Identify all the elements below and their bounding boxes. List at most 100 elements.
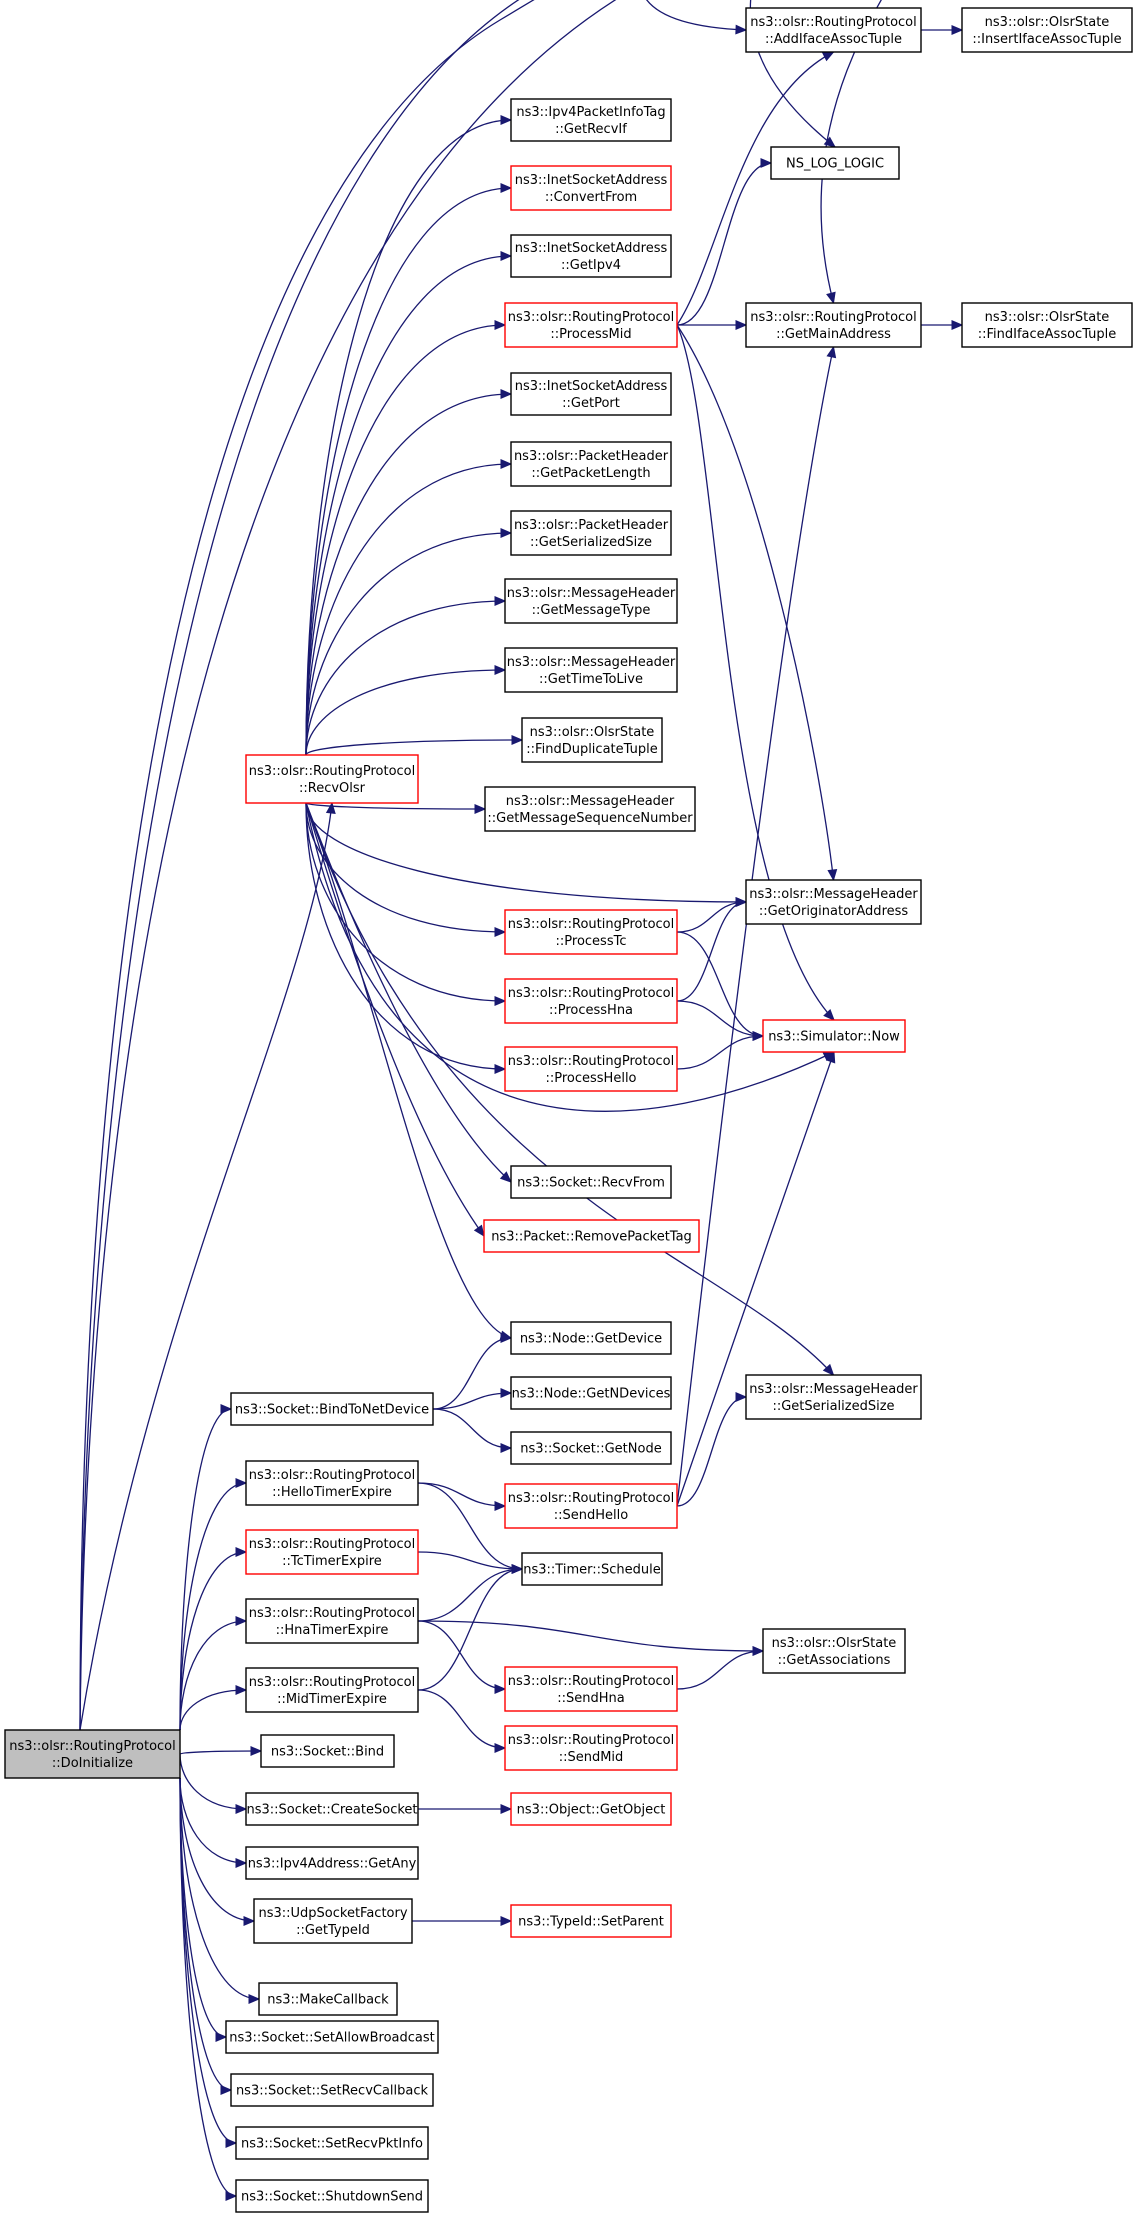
edge-sendhna-to-getassoc [676, 1646, 765, 1690]
node-sendmid[interactable]: ns3::olsr::RoutingProtocol::SendMid [504, 1725, 678, 1771]
node-origaddr[interactable]: ns3::olsr::MessageHeader::GetOriginatorA… [745, 879, 922, 925]
node-label: ns3::olsr::OlsrState [772, 1636, 897, 1651]
node-box [230, 1392, 434, 1426]
edge-line [179, 1689, 247, 1731]
node-label: ::SendHello [554, 1508, 628, 1523]
edge-line [305, 532, 512, 756]
node-ipv4pkt[interactable]: ns3::Ipv4PacketInfoTag::GetRecvIf [510, 98, 672, 142]
node-hnatimer[interactable]: ns3::olsr::RoutingProtocol::HnaTimerExpi… [245, 1598, 419, 1644]
node-box [504, 1046, 678, 1092]
edge-doinit-to-shutdown [179, 1777, 238, 2201]
arrowhead-icon [494, 927, 507, 937]
edge-line [179, 1777, 232, 2091]
node-makecb[interactable]: ns3::MakeCallback [258, 1982, 398, 2016]
node-createsock[interactable]: ns3::Socket::CreateSocket [245, 1792, 419, 1826]
node-setpktinfo[interactable]: ns3::Socket::SetRecvPktInfo [235, 2126, 429, 2160]
node-label: ns3::Socket::ShutdownSend [241, 2190, 423, 2205]
node-removetag[interactable]: ns3::Packet::RemovePacketTag [483, 1219, 700, 1253]
edge-hellotimer-to-sendhello [417, 1482, 507, 1511]
node-box [521, 717, 663, 763]
node-label: ::GetTypeId [296, 1923, 370, 1938]
node-simnow[interactable]: ns3::Simulator::Now [762, 1019, 906, 1053]
node-processmid[interactable]: ns3::olsr::RoutingProtocol::ProcessMid [504, 302, 678, 348]
edge-bindnet-to-getndev [432, 1388, 513, 1410]
edge-line [305, 802, 506, 1070]
node-midtimer[interactable]: ns3::olsr::RoutingProtocol::MidTimerExpi… [245, 1667, 419, 1713]
node-getmain[interactable]: ns3::olsr::RoutingProtocol::GetMainAddre… [745, 302, 922, 348]
node-box [510, 1904, 672, 1938]
node-bind[interactable]: ns3::Socket::Bind [260, 1734, 395, 1768]
node-recvolsr[interactable]: ns3::olsr::RoutingProtocol::RecvOlsr [245, 754, 419, 804]
node-getassoc[interactable]: ns3::olsr::OlsrState::GetAssociations [762, 1628, 906, 1674]
node-box [504, 647, 678, 693]
node-box [762, 1019, 906, 1053]
node-label: ns3::Node::GetNDevices [512, 1387, 671, 1402]
node-findiface[interactable]: ns3::olsr::OlsrState::FindIfaceAssocTupl… [961, 302, 1133, 348]
arrowhead-icon [220, 1404, 233, 1414]
node-label: ::ProcessMid [550, 327, 631, 342]
node-nslog[interactable]: NS_LOG_LOGIC [770, 146, 900, 180]
node-insertiface[interactable]: ns3::olsr::OlsrState::InsertIfaceAssocTu… [961, 7, 1133, 53]
edge-udpfactory-to-setparent [411, 1916, 513, 1926]
edge-doinit-to-setrecvcb [179, 1777, 233, 2095]
node-bindnet[interactable]: ns3::Socket::BindToNetDevice [230, 1392, 434, 1426]
node-addiface[interactable]: ns3::olsr::RoutingProtocol::AddIfaceAsso… [745, 7, 922, 53]
node-hellotimer[interactable]: ns3::olsr::RoutingProtocol::HelloTimerEx… [245, 1460, 419, 1506]
node-label: ns3::olsr::RoutingProtocol [750, 15, 917, 30]
edge-processmid-to-origaddr [676, 324, 838, 882]
node-label: ::TcTimerExpire [282, 1554, 382, 1569]
node-doinit[interactable]: ns3::olsr::RoutingProtocol::DoInitialize [4, 1729, 181, 1779]
node-ttl[interactable]: ns3::olsr::MessageHeader::GetTimeToLive [504, 647, 678, 693]
node-getnode[interactable]: ns3::Socket::GetNode [510, 1431, 672, 1465]
node-udpfactory[interactable]: ns3::UdpSocketFactory::GetTypeId [253, 1898, 413, 1944]
node-shutdown[interactable]: ns3::Socket::ShutdownSend [235, 2179, 429, 2213]
node-setrecvcb[interactable]: ns3::Socket::SetRecvCallback [230, 2073, 434, 2107]
node-getany[interactable]: ns3::Ipv4Address::GetAny [245, 1846, 419, 1880]
edge-line [676, 324, 835, 1021]
arrowhead-icon [235, 1804, 248, 1814]
edge-line [79, 0, 747, 1731]
node-recvfrom[interactable]: ns3::Socket::RecvFrom [510, 1165, 672, 1199]
node-setbcast[interactable]: ns3::Socket::SetAllowBroadcast [225, 2020, 439, 2054]
node-label: ns3::Node::GetDevice [520, 1332, 662, 1347]
node-msgseq[interactable]: ns3::olsr::MessageHeader::GetMessageSequ… [484, 786, 696, 832]
node-pktlen[interactable]: ns3::olsr::PacketHeader::GetPacketLength [510, 441, 672, 487]
node-getport[interactable]: ns3::InetSocketAddress::GetPort [510, 372, 672, 416]
node-box [510, 1165, 672, 1199]
node-schedule[interactable]: ns3::Timer::Schedule [521, 1552, 663, 1586]
node-getobject[interactable]: ns3::Object::GetObject [510, 1792, 672, 1826]
node-label: ::GetIpv4 [561, 258, 621, 273]
node-setparent[interactable]: ns3::TypeId::SetParent [510, 1904, 672, 1938]
node-sendhna[interactable]: ns3::olsr::RoutingProtocol::SendHna [504, 1666, 678, 1712]
node-box [483, 1219, 700, 1253]
node-convertfrom[interactable]: ns3::InetSocketAddress::ConvertFrom [510, 165, 672, 211]
node-getdevice[interactable]: ns3::Node::GetDevice [510, 1321, 672, 1355]
node-processhello[interactable]: ns3::olsr::RoutingProtocol::ProcessHello [504, 1046, 678, 1092]
node-pktser[interactable]: ns3::olsr::PacketHeader::GetSerializedSi… [510, 510, 672, 556]
node-sendhello[interactable]: ns3::olsr::RoutingProtocol::SendHello [504, 1483, 678, 1529]
edge-recvolsr-to-processmid [305, 320, 507, 756]
arrowhead-icon [735, 897, 748, 907]
edge-doinit-to-udpfactory [179, 1777, 256, 1926]
node-processhna[interactable]: ns3::olsr::RoutingProtocol::ProcessHna [504, 978, 678, 1024]
arrowhead-icon [826, 291, 836, 305]
edge-line [676, 346, 835, 1507]
node-box [510, 510, 672, 556]
edge-bindnet-to-getdevice [432, 1333, 513, 1410]
node-tctimer[interactable]: ns3::olsr::RoutingProtocol::TcTimerExpir… [245, 1529, 419, 1575]
arrowhead-icon [735, 1392, 748, 1402]
node-msgtype[interactable]: ns3::olsr::MessageHeader::GetMessageType [504, 578, 678, 624]
edge-doinit-to-hellotimer [179, 1478, 248, 1731]
node-processtc[interactable]: ns3::olsr::RoutingProtocol::ProcessTc [504, 909, 678, 955]
node-getndev[interactable]: ns3::Node::GetNDevices [510, 1376, 672, 1410]
edge-bindnet-to-getnode [432, 1408, 513, 1453]
node-getipv4[interactable]: ns3::InetSocketAddress::GetIpv4 [510, 234, 672, 278]
node-box [225, 2020, 439, 2054]
edge-recvolsr-to-ttl [305, 665, 507, 756]
node-msgser[interactable]: ns3::olsr::MessageHeader::GetSerializedS… [745, 1374, 922, 1420]
node-box [504, 1725, 678, 1771]
node-finddup[interactable]: ns3::olsr::OlsrState::FindDuplicateTuple [521, 717, 663, 763]
edge-doinit-to-makecb [179, 1777, 261, 2004]
node-label: ns3::olsr::MessageHeader [507, 586, 676, 601]
